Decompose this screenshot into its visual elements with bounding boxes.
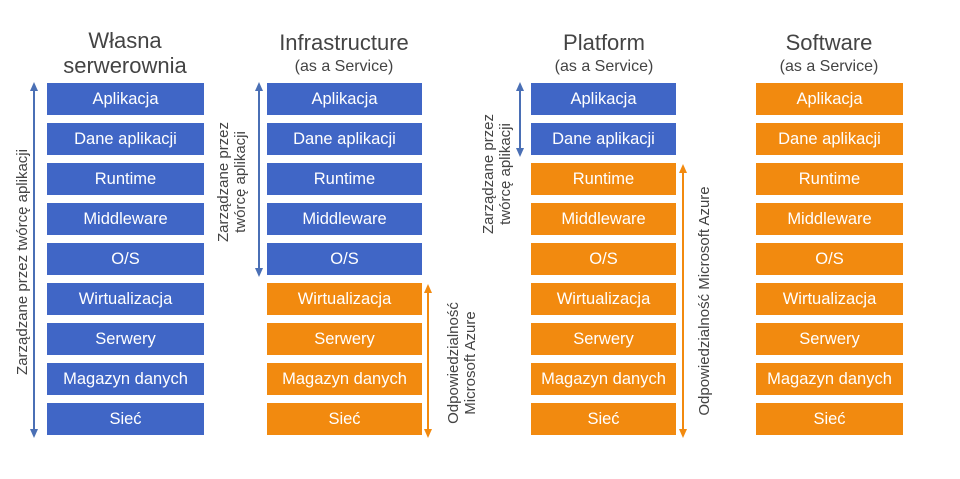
- layer-wirtualizacja: Wirtualizacja: [756, 283, 903, 315]
- layer-dane-aplikacji: Dane aplikacji: [756, 123, 903, 155]
- layer-sieć: Sieć: [531, 403, 676, 435]
- label-iaas-app-line1: Zarządzane przez: [215, 121, 232, 243]
- layer-middleware: Middleware: [531, 203, 676, 235]
- layer-middleware: Middleware: [267, 203, 422, 235]
- layer-wirtualizacja: Wirtualizacja: [531, 283, 676, 315]
- layer-aplikacja: Aplikacja: [756, 83, 903, 115]
- col-subtitle-saas: (as a Service): [779, 58, 879, 75]
- layer-o-s: O/S: [267, 243, 422, 275]
- label-paas-azure-text: Odpowiedzialność Microsoft Azure: [696, 186, 713, 416]
- layer-magazyn-danych: Magazyn danych: [756, 363, 903, 395]
- layer-wirtualizacja: Wirtualizacja: [47, 283, 204, 315]
- layer-magazyn-danych: Magazyn danych: [531, 363, 676, 395]
- label-iaas-app: Zarządzane przez twórcę aplikacji: [215, 102, 251, 262]
- layer-aplikacja: Aplikacja: [531, 83, 676, 115]
- label-paas-app-line2: twórcę aplikacji: [497, 123, 514, 225]
- arrow-paas-app: [516, 82, 524, 157]
- col-title-saas: Software: [785, 30, 873, 55]
- col-title-paas: Platform: [563, 30, 645, 55]
- label-iaas-azure-line2: Microsoft Azure: [462, 311, 479, 415]
- layer-serwery: Serwery: [47, 323, 204, 355]
- layer-o-s: O/S: [47, 243, 204, 275]
- arrow-onprem-app: [30, 82, 38, 438]
- layer-sieć: Sieć: [47, 403, 204, 435]
- layer-dane-aplikacji: Dane aplikacji: [47, 123, 204, 155]
- layer-magazyn-danych: Magazyn danych: [47, 363, 204, 395]
- label-paas-azure: Odpowiedzialność Microsoft Azure: [696, 161, 714, 441]
- layer-magazyn-danych: Magazyn danych: [267, 363, 422, 395]
- label-onprem-app: Zarządzane przez twórcę aplikacji: [14, 112, 32, 412]
- label-iaas-azure-line1: Odpowiedzialność: [445, 302, 462, 424]
- label-paas-app-line1: Zarządzane przez: [480, 113, 497, 235]
- label-iaas-azure: Odpowiedzialność Microsoft Azure: [445, 283, 481, 443]
- col-subtitle-iaas: (as a Service): [294, 58, 394, 75]
- layer-serwery: Serwery: [267, 323, 422, 355]
- layer-serwery: Serwery: [756, 323, 903, 355]
- layer-o-s: O/S: [531, 243, 676, 275]
- layer-middleware: Middleware: [47, 203, 204, 235]
- col-title-iaas: Infrastructure: [279, 30, 409, 55]
- arrow-paas-azure: [679, 164, 687, 438]
- col-title-onprem-line2: serwerownia: [63, 53, 187, 78]
- col-title-onprem: Własna serwerownia: [40, 28, 210, 78]
- layer-dane-aplikacji: Dane aplikacji: [267, 123, 422, 155]
- layer-aplikacja: Aplikacja: [267, 83, 422, 115]
- layer-runtime: Runtime: [267, 163, 422, 195]
- arrow-iaas-app: [255, 82, 263, 277]
- col-subtitle-paas: (as a Service): [554, 58, 654, 75]
- label-paas-app: Zarządzane przez twórcę aplikacji: [480, 94, 516, 254]
- layer-o-s: O/S: [756, 243, 903, 275]
- layer-runtime: Runtime: [47, 163, 204, 195]
- layer-aplikacja: Aplikacja: [47, 83, 204, 115]
- label-iaas-app-line2: twórcę aplikacji: [232, 131, 249, 233]
- layer-dane-aplikacji: Dane aplikacji: [531, 123, 676, 155]
- layer-runtime: Runtime: [531, 163, 676, 195]
- label-onprem-app-text: Zarządzane przez twórcę aplikacji: [14, 149, 31, 375]
- layer-runtime: Runtime: [756, 163, 903, 195]
- col-title-onprem-line1: Własna: [88, 28, 162, 53]
- arrow-iaas-azure: [424, 284, 432, 438]
- layer-sieć: Sieć: [756, 403, 903, 435]
- layer-wirtualizacja: Wirtualizacja: [267, 283, 422, 315]
- layer-serwery: Serwery: [531, 323, 676, 355]
- layer-middleware: Middleware: [756, 203, 903, 235]
- layer-sieć: Sieć: [267, 403, 422, 435]
